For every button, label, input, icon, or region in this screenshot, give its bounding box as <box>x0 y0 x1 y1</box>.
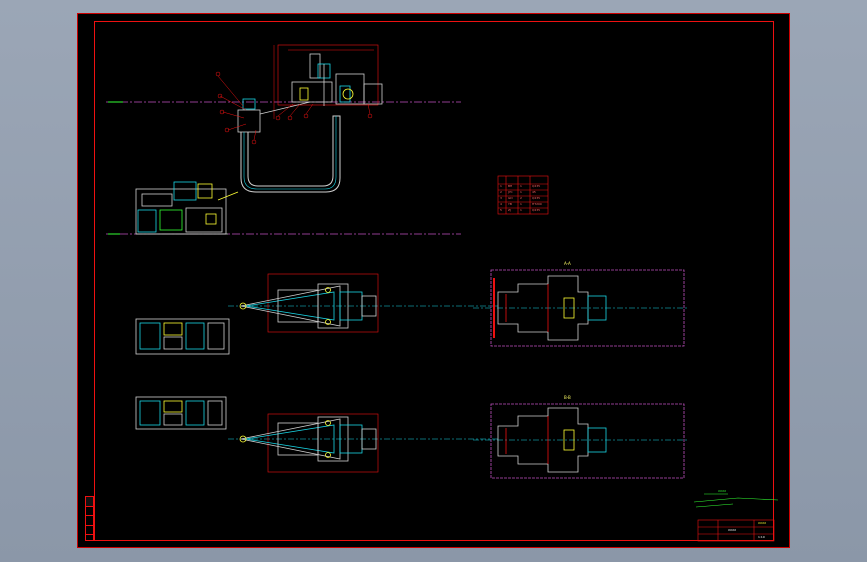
dimension-box-top <box>277 44 379 106</box>
legend-row: 5 ZJ 1 Q235 <box>500 208 541 212</box>
legend-table: 1 BH 1 Q235 2 JYC 1 45 3 GD 2 Q235 4 YB … <box>498 184 548 214</box>
title-block-scale: 1:10 <box>758 535 765 539</box>
welding-head-top <box>291 53 383 106</box>
legend-table-grid <box>497 175 549 215</box>
leader-balloons <box>215 71 373 145</box>
title-block-drawing-title: XXXX <box>728 528 737 532</box>
cad-drawing <box>106 44 779 542</box>
control-box-1 <box>135 318 230 355</box>
dimension-box-low <box>267 413 379 473</box>
section-a-label: A-A <box>564 261 571 266</box>
legend-row: 3 GD 2 Q235 <box>500 196 541 200</box>
welding-machine <box>135 181 239 235</box>
dimension-box-mid <box>267 273 379 333</box>
section-b-label: B-B <box>564 395 571 400</box>
arm-assembly-plan-2 <box>239 416 377 462</box>
section-b-part <box>497 407 607 473</box>
technical-note-text: XXXX <box>718 489 727 493</box>
torch-arm <box>237 98 311 133</box>
drawing-frame <box>94 21 774 541</box>
legend-row: 4 YB 1 HT200 <box>500 202 542 206</box>
section-a-part <box>497 275 607 341</box>
arm-assembly-plan-1 <box>239 283 377 329</box>
title-block-grid <box>697 519 775 542</box>
legend-row: 1 BH 1 Q235 <box>500 184 541 188</box>
revision-strip <box>85 496 94 541</box>
drawing-sheet: A-A B-B 1 BH 1 Q235 2 JYC 1 45 3 GD 2 Q2… <box>77 13 790 548</box>
legend-row: 2 JYC 1 45 <box>500 190 536 194</box>
title-block-company: XXXX <box>758 521 767 525</box>
control-box-2 <box>135 396 227 430</box>
cable-duct <box>240 115 341 193</box>
section-b-boundary <box>490 403 685 479</box>
technical-notes <box>693 493 779 508</box>
